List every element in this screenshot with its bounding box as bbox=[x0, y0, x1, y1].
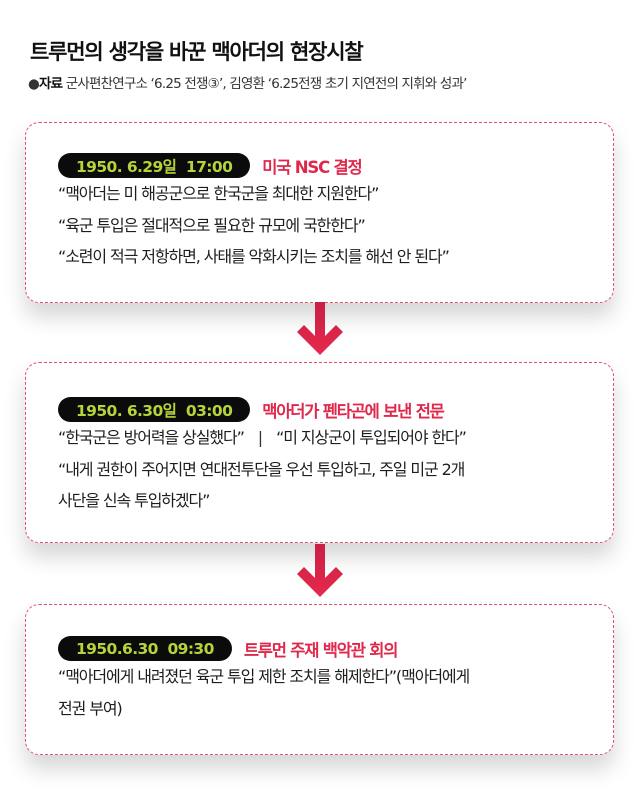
time-badge: 1950.6.30 09:30 bbox=[58, 636, 232, 661]
quote-line: “한국군은 방어력을 상실했다” | “미 지상군이 투입되어야 한다” bbox=[58, 422, 593, 454]
bullet-icon: ● bbox=[28, 76, 40, 92]
quote-segment: “미 지상군이 투입되어야 한다” bbox=[276, 428, 467, 447]
card-header: 1950. 6.29일 17:00 미국 NSC 결정 bbox=[58, 153, 363, 178]
event-title: 트루먼 주재 백악관 회의 bbox=[243, 640, 399, 660]
page-title: 트루먼의 생각을 바꾼 맥아더의 현장시찰 bbox=[30, 40, 364, 64]
down-arrow-icon bbox=[297, 544, 343, 597]
quote-segment: “한국군은 방어력을 상실했다” bbox=[58, 428, 245, 447]
time-badge: 1950. 6.30일 03:00 bbox=[58, 397, 251, 422]
card-header: 1950.6.30 09:30 트루먼 주재 백악관 회의 bbox=[58, 636, 399, 661]
quote-line: “소련이 적극 저항하면, 사태를 악화시키는 조치를 해선 안 된다” bbox=[58, 247, 450, 266]
source-text: 군사편찬연구소 ‘6.25 전쟁③’, 김영환 ‘6.25전쟁 초기 지연전의 … bbox=[62, 76, 468, 92]
event-title: 미국 NSC 결정 bbox=[262, 157, 362, 177]
source-label: 자료 bbox=[38, 76, 63, 92]
quote-line: “내게 권한이 주어지면 연대전투단을 우선 투입하고, 주일 미군 2개 bbox=[58, 459, 465, 479]
card-header: 1950. 6.30일 03:00 맥아더가 펜타곤에 보낸 전문 bbox=[58, 397, 445, 422]
source-note: ●자료 군사편찬연구소 ‘6.25 전쟁③’, 김영환 ‘6.25전쟁 초기 지… bbox=[28, 72, 467, 92]
event-title: 맥아더가 펜타곤에 보낸 전문 bbox=[262, 401, 445, 421]
timeline-card-3: 1950.6.30 09:30 트루먼 주재 백악관 회의 “맥아더에게 내려졌… bbox=[25, 604, 614, 755]
quote-list: “맥아더는 미 해공군으로 한국군을 최대한 지원한다” “육군 투입은 절대적… bbox=[58, 178, 593, 273]
timeline-card-1: 1950. 6.29일 17:00 미국 NSC 결정 “맥아더는 미 해공군으… bbox=[25, 122, 614, 303]
timeline-card-2: 1950. 6.30일 03:00 맥아더가 펜타곤에 보낸 전문 “한국군은 … bbox=[25, 362, 614, 543]
quote-list: “맥아더에게 내려졌던 육군 투입 제한 조치를 해제한다”(맥아더에게 전권 … bbox=[58, 661, 593, 724]
time-badge: 1950. 6.29일 17:00 bbox=[58, 153, 251, 178]
quote-line: “맥아더에게 내려졌던 육군 투입 제한 조치를 해제한다”(맥아더에게 bbox=[58, 667, 470, 686]
quote-line: 전권 부여) bbox=[58, 698, 123, 718]
quote-line: “맥아더는 미 해공군으로 한국군을 최대한 지원한다” bbox=[58, 184, 379, 203]
quote-list: “한국군은 방어력을 상실했다” | “미 지상군이 투입되어야 한다” “내게 권… bbox=[58, 422, 593, 517]
separator: | bbox=[257, 428, 263, 447]
quote-line: 사단을 신속 투입하겠다” bbox=[58, 491, 210, 510]
quote-line: “육군 투입은 절대적으로 필요한 규모에 국한한다” bbox=[58, 215, 366, 235]
down-arrow-icon bbox=[297, 302, 343, 355]
